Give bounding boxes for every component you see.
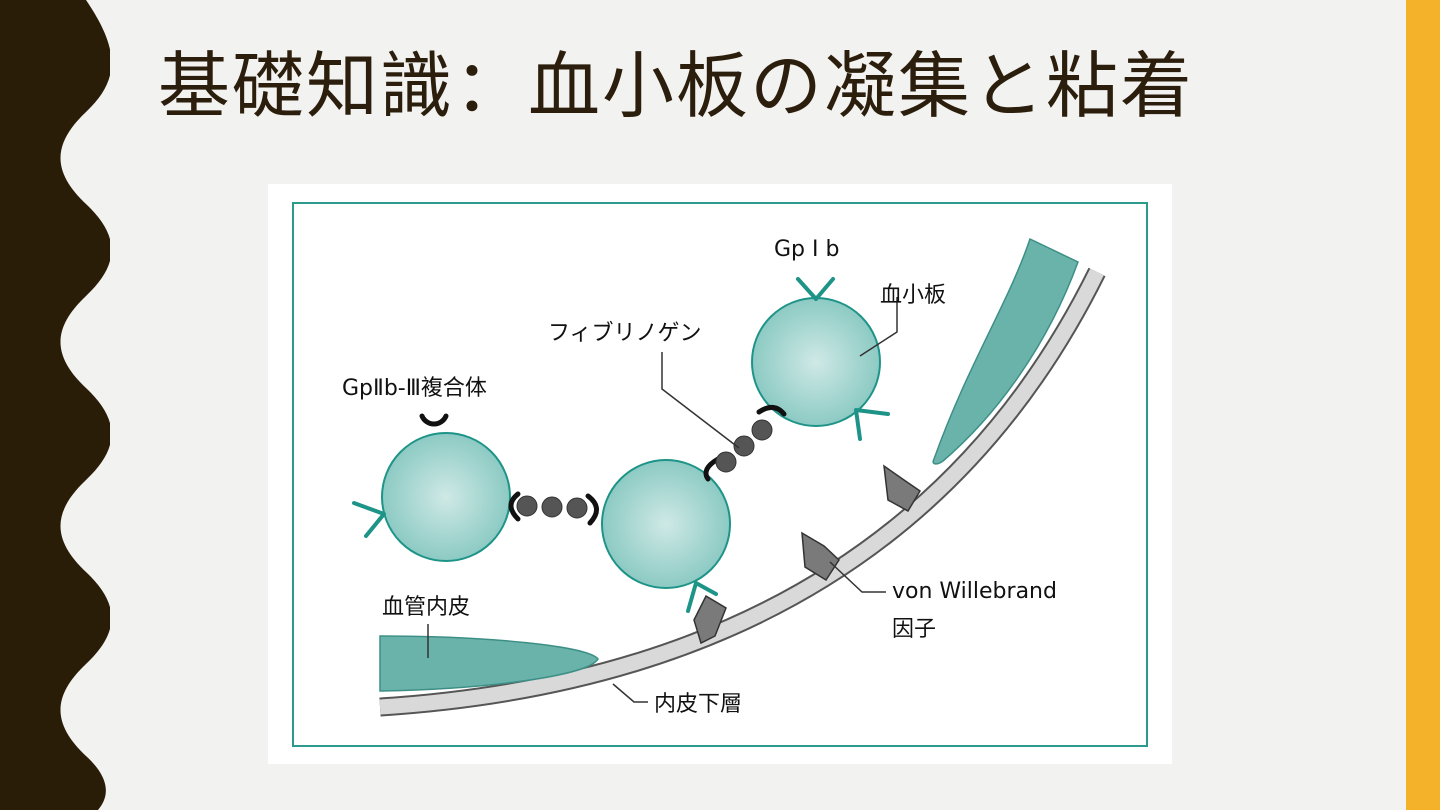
label-platelet: 血小板 [880, 283, 946, 308]
leader-line-subendothelium [612, 683, 648, 703]
platelet-diagram: Gp I b 血小板 フィブリノゲン GpⅡb-Ⅲ複合体 von Willebr… [268, 184, 1172, 764]
gpib-receptor-top-b [854, 408, 890, 441]
leader-line-vwf [829, 561, 886, 593]
endothelium-cell-right [932, 237, 1079, 465]
gpib-receptor-middle [686, 581, 718, 613]
diagram-frame [292, 202, 1148, 747]
gpib-receptor-top-a [796, 277, 835, 301]
label-vwf-line2: 因子 [892, 617, 936, 642]
label-gpiib-iiia-complex: GpⅡb-Ⅲ複合体 [342, 376, 487, 401]
gpiib-iiia-receptor-top [419, 413, 449, 427]
gpib-receptor-left [352, 501, 386, 538]
label-gpib: Gp I b [774, 237, 839, 262]
platelet-left [381, 432, 511, 562]
endothelium-cell-bottom [379, 635, 599, 692]
fibrinogen-dot [751, 419, 773, 441]
fibrinogen-dot [541, 496, 563, 518]
fibrinogen-dot [715, 451, 737, 473]
left-decorative-band [0, 0, 110, 810]
slide-title: 基礎知識：血小板の凝集と粘着 [158, 44, 1195, 128]
label-endothelium: 血管内皮 [382, 595, 470, 620]
label-fibrinogen: フィブリノゲン [548, 321, 702, 346]
vwf-marker-1 [693, 594, 727, 645]
gpiib-iiia-receptor-middle-left [585, 493, 599, 526]
fibrinogen-dot [733, 435, 755, 457]
right-accent-band [1406, 0, 1440, 810]
vwf-marker-3 [883, 464, 922, 513]
fibrinogen-dot [516, 495, 538, 517]
gpiib-iiia-receptor-left-right [508, 491, 521, 522]
gpiib-iiia-receptor-middle-top [703, 456, 721, 482]
diagram-svg: Gp I b 血小板 フィブリノゲン GpⅡb-Ⅲ複合体 von Willebr… [292, 202, 1148, 747]
vwf-marker-2 [801, 531, 840, 582]
leader-line-platelet [859, 297, 898, 357]
label-subendothelium: 内皮下層 [654, 692, 742, 717]
gpiib-iiia-receptor-top-bottom [756, 405, 787, 417]
fibrinogen-dot [566, 497, 588, 519]
label-vwf-line1: von Willebrand [892, 579, 1057, 604]
platelet-middle [601, 459, 731, 589]
leader-line-fibrinogen [661, 352, 740, 449]
